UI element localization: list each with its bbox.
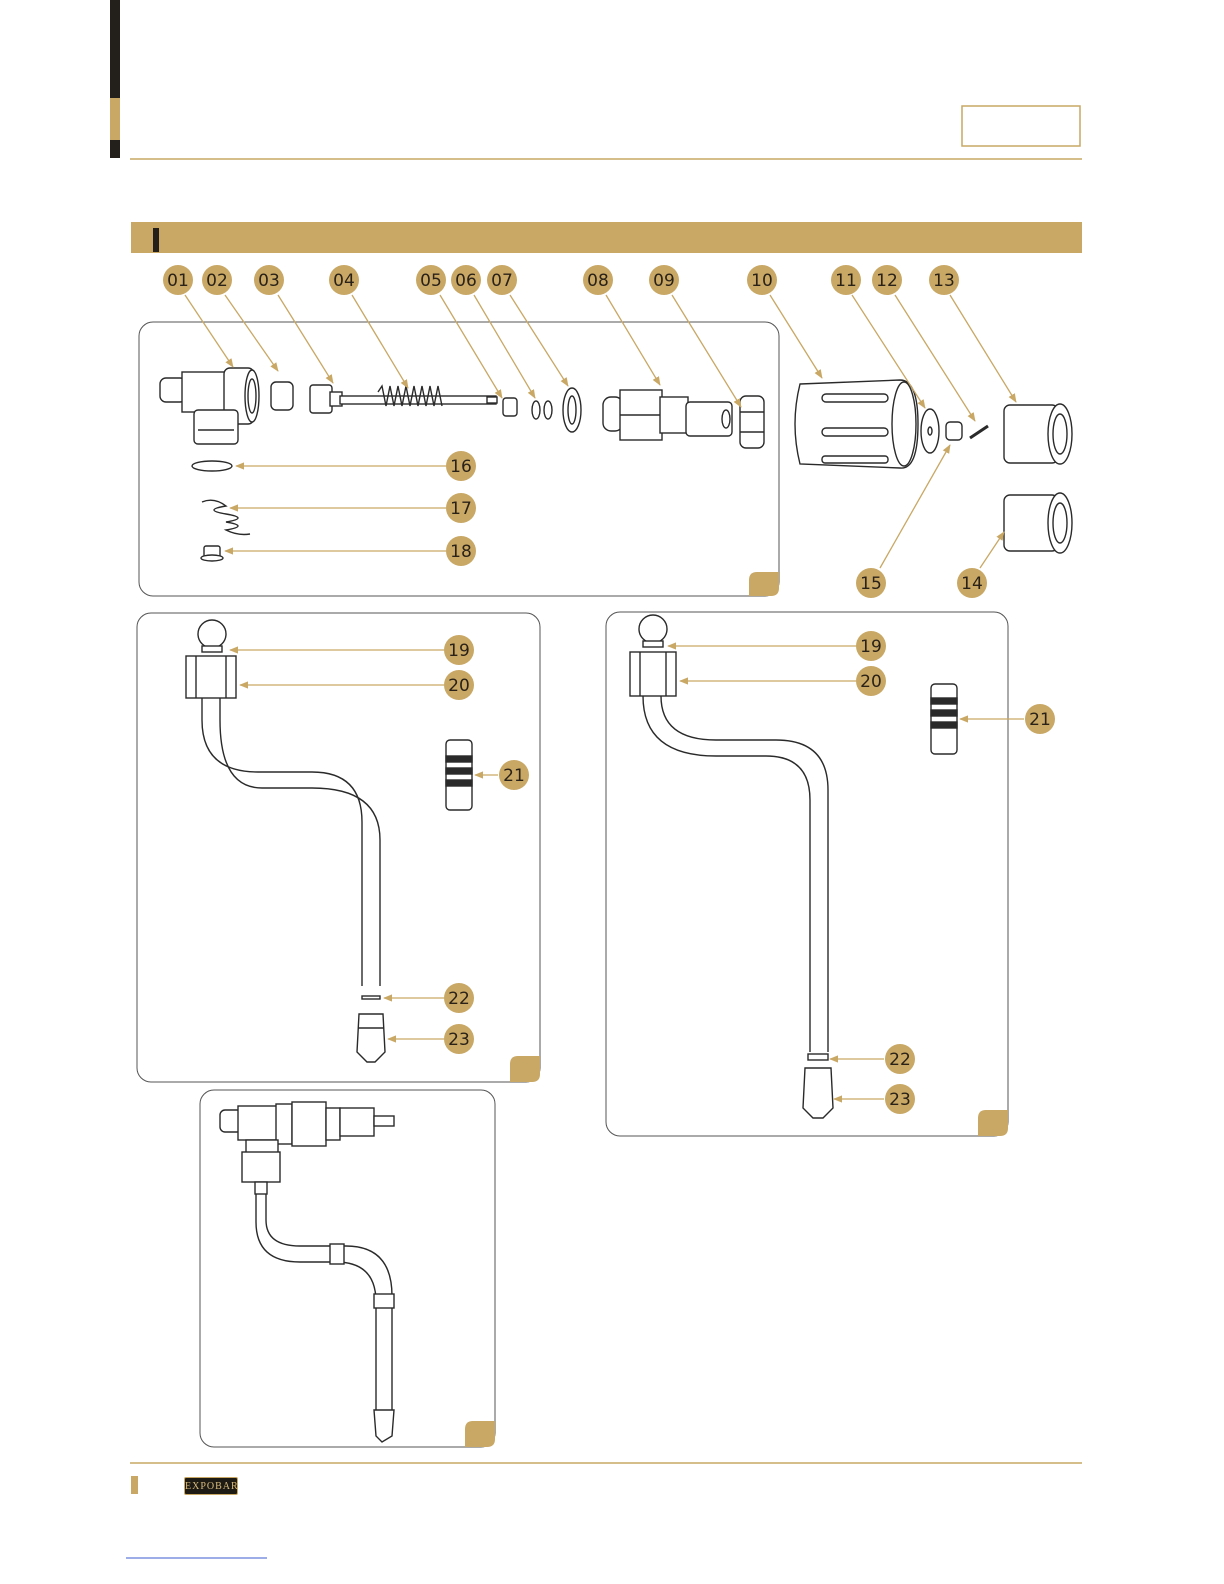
- callout-label: 16: [450, 457, 472, 477]
- panel-d-assembly: [220, 1102, 394, 1442]
- callout-label: 19: [860, 637, 882, 657]
- callout-label: 03: [258, 271, 280, 291]
- callout-label: 09: [653, 271, 675, 291]
- panel-c-steam-wand: [630, 615, 957, 1118]
- callout-label: 19: [448, 641, 470, 661]
- callout-08: 08: [583, 265, 613, 295]
- callout-09: 09: [649, 265, 679, 295]
- callout-label: 20: [860, 672, 882, 692]
- callout-label: 07: [491, 271, 513, 291]
- callout-06: 06: [451, 265, 481, 295]
- callout-23: 23: [885, 1084, 915, 1114]
- callout-05: 05: [416, 265, 446, 295]
- callout-label: 21: [503, 766, 525, 786]
- callout-03: 03: [254, 265, 284, 295]
- callout-19: 19: [856, 631, 886, 661]
- callout-label: 17: [450, 499, 472, 519]
- callout-01: 01: [163, 265, 193, 295]
- part-15-insert: [946, 422, 962, 440]
- part-06-oring: [532, 401, 540, 419]
- callout-21: 21: [1025, 704, 1055, 734]
- callout-10: 10: [747, 265, 777, 295]
- callout-04: 04: [329, 265, 359, 295]
- callout-label: 15: [860, 574, 882, 594]
- panel-d-frame: [200, 1090, 495, 1447]
- panel-b-steam-wand: [186, 620, 472, 1062]
- callout-label: 18: [450, 542, 472, 562]
- callout-label: 22: [889, 1050, 911, 1070]
- footer-decoration: [126, 1463, 1082, 1558]
- callout-label: 22: [448, 989, 470, 1009]
- callout-18: 18: [446, 536, 476, 566]
- section-title-bar: [131, 222, 1082, 253]
- callout-label: 13: [933, 271, 955, 291]
- callout-12: 12: [872, 265, 902, 295]
- callout-label: 14: [961, 574, 983, 594]
- callout-15: 15: [856, 568, 886, 598]
- callout-11: 11: [831, 265, 861, 295]
- callout-label: 01: [167, 271, 189, 291]
- callout-13: 13: [929, 265, 959, 295]
- callout-07: 07: [487, 265, 517, 295]
- part-18-seat: [201, 546, 223, 561]
- panel-a-parts: [160, 368, 1072, 561]
- callout-label: 08: [587, 271, 609, 291]
- callout-label: 20: [448, 676, 470, 696]
- part-14-cap: [1004, 493, 1072, 553]
- part-16-gasket: [192, 461, 232, 471]
- callout-label: 23: [889, 1090, 911, 1110]
- callout-19: 19: [444, 635, 474, 665]
- callout-label: 02: [206, 271, 228, 291]
- callout-14: 14: [957, 568, 987, 598]
- callout-23: 23: [444, 1024, 474, 1054]
- part-10-knob: [795, 380, 918, 468]
- part-13-cap: [1004, 404, 1072, 464]
- header-decoration: [110, 0, 1082, 159]
- callout-label: 21: [1029, 710, 1051, 730]
- callout-22: 22: [885, 1044, 915, 1074]
- callout-20: 20: [444, 670, 474, 700]
- callout-label: 05: [420, 271, 442, 291]
- callout-22: 22: [444, 983, 474, 1013]
- part-05-nipple: [503, 398, 517, 416]
- callout-20: 20: [856, 666, 886, 696]
- header-box: [962, 106, 1080, 146]
- callout-layer: 01 02 03 04 05 06 07 08 09 10 11 12 13 16 17 18 15 14 19 20…: [163, 265, 1055, 1114]
- part-12-screw: [970, 426, 988, 438]
- callout-label: 11: [835, 271, 857, 291]
- callout-label: 10: [751, 271, 773, 291]
- part-09-nut: [740, 396, 764, 448]
- part-06-oring: [544, 401, 552, 419]
- part-02-cap: [271, 382, 293, 410]
- callout-label: 23: [448, 1030, 470, 1050]
- callout-16: 16: [446, 451, 476, 481]
- part-03-04-stem-spring: [310, 385, 497, 413]
- callout-label: 06: [455, 271, 477, 291]
- part-17-spring: [202, 500, 250, 534]
- callout-label: 04: [333, 271, 355, 291]
- part-08-union: [603, 390, 732, 440]
- part-01-valve-body: [160, 368, 259, 444]
- callout-02: 02: [202, 265, 232, 295]
- callout-21: 21: [499, 760, 529, 790]
- callout-17: 17: [446, 493, 476, 523]
- callout-label: 12: [876, 271, 898, 291]
- brand-logo: EXPOBAR: [184, 1477, 238, 1495]
